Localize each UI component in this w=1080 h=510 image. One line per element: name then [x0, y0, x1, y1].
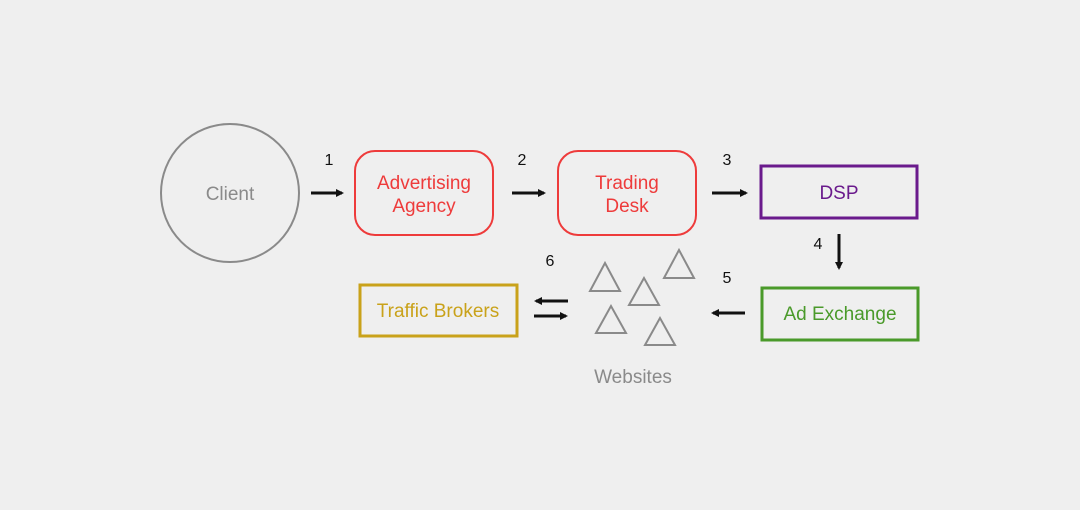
step-label-4: 4	[814, 236, 823, 253]
client-label: Client	[206, 184, 255, 205]
step-label-6: 6	[546, 253, 555, 270]
websites-label: Websites	[594, 367, 672, 388]
step-labels: 1 2 3 4 5 6	[325, 152, 823, 287]
website-triangle-icon	[643, 315, 677, 346]
client-node: Client	[160, 123, 300, 263]
step-label-5: 5	[723, 270, 732, 287]
ad-exchange-node: Ad Exchange	[760, 286, 920, 342]
advertising-agency-label-line1: Advertising	[377, 173, 471, 194]
trading-desk-label-line1: Trading	[595, 173, 659, 194]
traffic-brokers-label: Traffic Brokers	[377, 301, 499, 322]
trading-desk-box	[557, 150, 697, 236]
step-label-1: 1	[325, 152, 334, 169]
trading-desk-label-line2: Desk	[605, 196, 649, 217]
website-triangle-icon	[588, 260, 622, 292]
step-label-2: 2	[518, 152, 527, 169]
advertising-agency-node: Advertising Agency	[354, 150, 494, 236]
trading-desk-node: Trading Desk	[557, 150, 697, 236]
website-triangle-icon	[662, 247, 696, 279]
flow-arrows	[311, 189, 843, 320]
ad-exchange-label: Ad Exchange	[783, 304, 896, 325]
website-triangle-icon	[627, 275, 661, 306]
website-triangle-icon	[594, 303, 628, 334]
client-circle	[160, 123, 300, 263]
step-label-3: 3	[723, 152, 732, 169]
dsp-node: DSP	[759, 164, 919, 220]
dsp-label: DSP	[819, 183, 858, 204]
traffic-brokers-box	[358, 283, 519, 338]
traffic-brokers-node: Traffic Brokers	[358, 283, 519, 338]
ad-exchange-box	[760, 286, 920, 342]
dsp-box	[759, 164, 919, 220]
advertising-agency-box	[354, 150, 494, 236]
websites-node: Websites	[588, 247, 696, 388]
advertising-agency-label-line2: Agency	[392, 196, 456, 217]
